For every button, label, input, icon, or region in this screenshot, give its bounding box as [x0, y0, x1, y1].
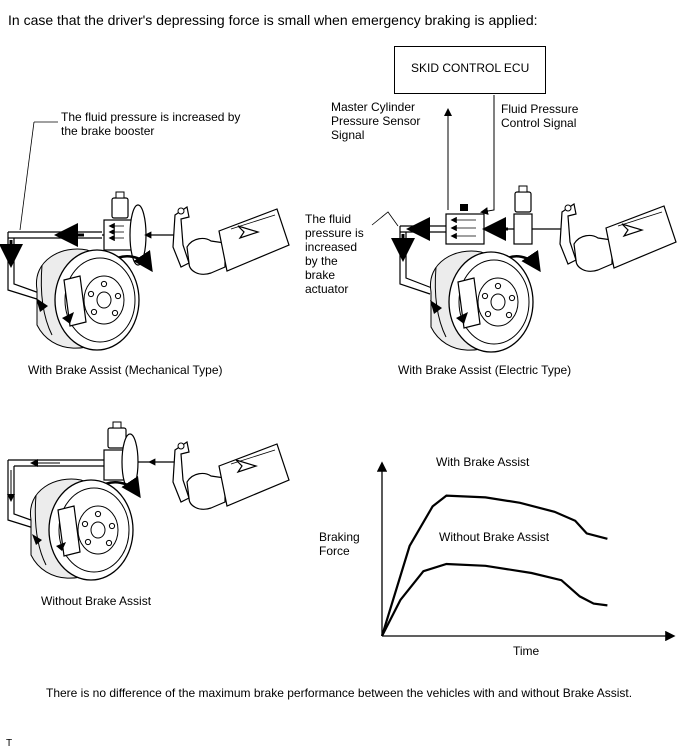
chart-x-axis-label: Time — [513, 644, 540, 658]
caption-mechanical: With Brake Assist (Mechanical Type) — [28, 363, 223, 377]
without-brake-assist-illustration — [7, 421, 290, 581]
fluid-pressure-control-label: Fluid Pressure Control Signal — [501, 102, 579, 130]
series-line-without-assist — [381, 562, 608, 637]
master-cylinder-signal-label: Master Cylinder Pressure Sensor Signal — [331, 100, 421, 142]
series-label-without-assist: Without Brake Assist — [439, 530, 550, 544]
footer-note: There is no difference of the maximum br… — [46, 686, 633, 700]
ecu-label: SKID CONTROL ECU — [411, 61, 530, 75]
electric-brake-assist-illustration — [371, 95, 677, 353]
caption-without: Without Brake Assist — [41, 594, 152, 608]
series-label-with-assist: With Brake Assist — [436, 455, 530, 469]
chart-y-axis-label: Braking Force — [319, 530, 360, 558]
skid-control-ecu-box: SKID CONTROL ECU — [394, 46, 546, 94]
mechanical-brake-assist-illustration — [0, 121, 290, 351]
brake-actuator-note: The fluid pressure is increased by the b… — [305, 212, 364, 296]
brake-booster-note: The fluid pressure is increased by the b… — [61, 110, 241, 138]
caption-electric: With Brake Assist (Electric Type) — [398, 363, 572, 377]
series-line-with-assist — [380, 494, 608, 637]
braking-force-chart — [376, 461, 676, 642]
corner-mark: T — [6, 738, 13, 749]
page-heading: In case that the driver's depressing for… — [8, 12, 538, 28]
